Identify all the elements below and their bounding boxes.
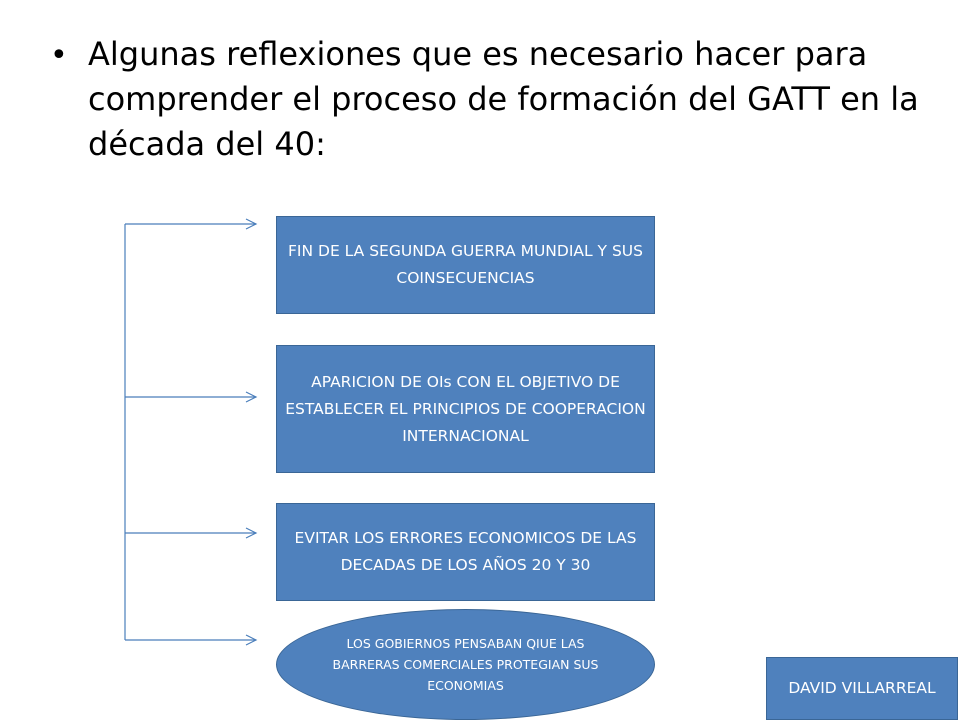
author-badge: DAVID VILLARREAL: [766, 657, 958, 720]
arrow-head-4: [245, 634, 258, 646]
arrow-head-2: [245, 391, 258, 403]
author-name: DAVID VILLARREAL: [788, 679, 936, 697]
bullet-text: Algunas reflexiones que es necesario hac…: [88, 35, 919, 163]
arrow-head-3: [245, 527, 258, 539]
box-avoid-economic-errors-label: EVITAR LOS ERRORES ECONOMICOS DE LAS DEC…: [294, 529, 637, 574]
oval-trade-barriers: LOS GOBIERNOS PENSABAN QIUE LAS BARRERAS…: [276, 609, 655, 720]
arrow-head-1: [245, 218, 258, 230]
box-end-of-war: FIN DE LA SEGUNDA GUERRA MUNDIAL Y SUS C…: [276, 216, 655, 314]
bullet-dot-icon: •: [50, 38, 68, 73]
box-avoid-economic-errors: EVITAR LOS ERRORES ECONOMICOS DE LAS DEC…: [276, 503, 655, 601]
oval-trade-barriers-label: LOS GOBIERNOS PENSABAN QIUE LAS BARRERAS…: [332, 636, 599, 693]
box-international-organizations: APARICION DE OIs CON EL OBJETIVO DE ESTA…: [276, 345, 655, 473]
box-end-of-war-label: FIN DE LA SEGUNDA GUERRA MUNDIAL Y SUS C…: [288, 242, 643, 287]
box-international-organizations-label: APARICION DE OIs CON EL OBJETIVO DE ESTA…: [285, 372, 646, 445]
